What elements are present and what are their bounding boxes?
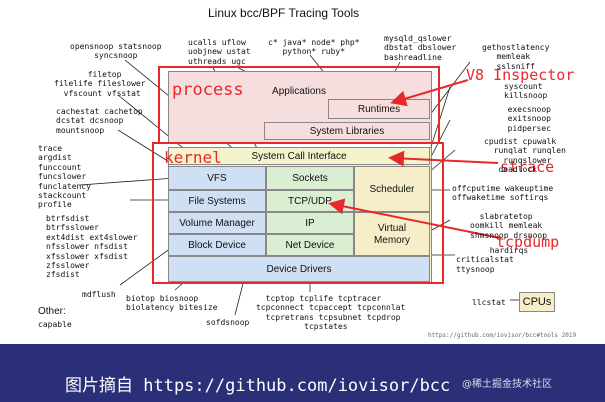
- tool-opensnoop: opensnoop statsnoop syncsnoop: [70, 42, 162, 61]
- tool-ucalls: ucalls uflow uobjnew ustat uthreads ugc: [188, 38, 251, 66]
- virtual-memory-line2: Memory: [373, 235, 411, 246]
- red-arrows: [328, 79, 501, 239]
- cpus-box: CPUs: [519, 292, 555, 312]
- file-systems-box: File Systems: [168, 190, 266, 212]
- volume-manager-box: Volume Manager: [168, 212, 266, 234]
- tool-sofdsnoop: sofdsnoop: [206, 318, 250, 327]
- tool-hardirqs: hardirqs criticalstat ttysnoop: [456, 246, 529, 274]
- tool-syscount: syscount killsnoop: [504, 82, 548, 101]
- tool-offcputime: offcputime wakeuptime offwaketime softir…: [452, 184, 554, 203]
- tool-cachestat: cachestat cachetop dcstat dcsnoop mounts…: [56, 107, 143, 135]
- ip-box: IP: [266, 212, 354, 234]
- footer-bar: [0, 344, 605, 402]
- arrow-strace: [388, 150, 499, 167]
- arrow-tcpdump: [328, 198, 501, 239]
- tool-mysqld: mysqld_qslower dbstat dbslower bashreadl…: [384, 34, 457, 62]
- line-syscount: [429, 86, 451, 151]
- tool-mdflush: mdflush: [82, 290, 116, 299]
- line-execsnoop: [431, 119, 451, 156]
- v8-inspector-annotation: V8 Inspector: [466, 66, 575, 84]
- applications-label: Applications: [272, 85, 326, 97]
- tool-tcptop: tcptop tcplife tcptracer tcpconnect tcpa…: [256, 294, 406, 332]
- diagram-title: Linux bcc/BPF Tracing Tools: [208, 6, 360, 20]
- arrow-v8: [390, 79, 469, 107]
- footer-caption: 图片摘自 https://github.com/iovisor/bcc: [65, 376, 451, 396]
- process-annotation: process: [172, 80, 244, 100]
- source-credit: https://github.com/iovisor/bcc#tools 201…: [428, 332, 577, 339]
- strace-annotation: strace: [500, 158, 555, 176]
- kernel-annotation: kernel: [164, 148, 222, 167]
- block-device-box: Block Device: [168, 234, 266, 256]
- tool-filetop: filetop filelife fileslower vfscount vfs…: [54, 70, 146, 98]
- vfs-box: VFS: [168, 166, 266, 190]
- tcpdump-annotation: tcpdump: [496, 233, 560, 251]
- line-trace: [79, 177, 176, 186]
- tool-biotop: biotop biosnoop biolatency bitesize: [126, 294, 218, 313]
- tool-slabratetop: slabratetop oomkill memleak shmsnoop drs…: [470, 212, 548, 240]
- net-device-box: Net Device: [266, 234, 354, 256]
- other-label: Other:: [38, 306, 66, 317]
- tool-btrfs: btrfsdist btrfsslower ext4dist ext4slowe…: [46, 214, 138, 280]
- tool-trace: trace argdist funccount funcslower funcl…: [38, 144, 91, 210]
- tool-gethost: gethostlatency memleak sslsniff: [482, 43, 550, 71]
- tool-execsnoop: execsnoop exitsnoop pidpersec: [507, 105, 551, 133]
- footer-watermark: @稀土掘金技术社区: [462, 379, 552, 390]
- sockets-box: Sockets: [266, 166, 354, 190]
- line-slab: [431, 219, 451, 231]
- tool-llcstat: llcstat: [472, 298, 506, 307]
- kernel-frame: [152, 142, 444, 284]
- other-value: capable: [38, 320, 72, 329]
- tool-langs: c* java* node* php* python* ruby*: [268, 38, 360, 57]
- tool-cpudist: cpudist cpuwalk runqlat runqlen runqslow…: [484, 137, 566, 175]
- system-call-interface-box: System Call Interface: [168, 147, 430, 165]
- virtual-memory-box: [354, 212, 430, 256]
- system-libraries-box: System Libraries: [264, 122, 430, 140]
- virtual-memory-line1: Virtual: [377, 223, 407, 234]
- device-drivers-box: Device Drivers: [168, 256, 430, 282]
